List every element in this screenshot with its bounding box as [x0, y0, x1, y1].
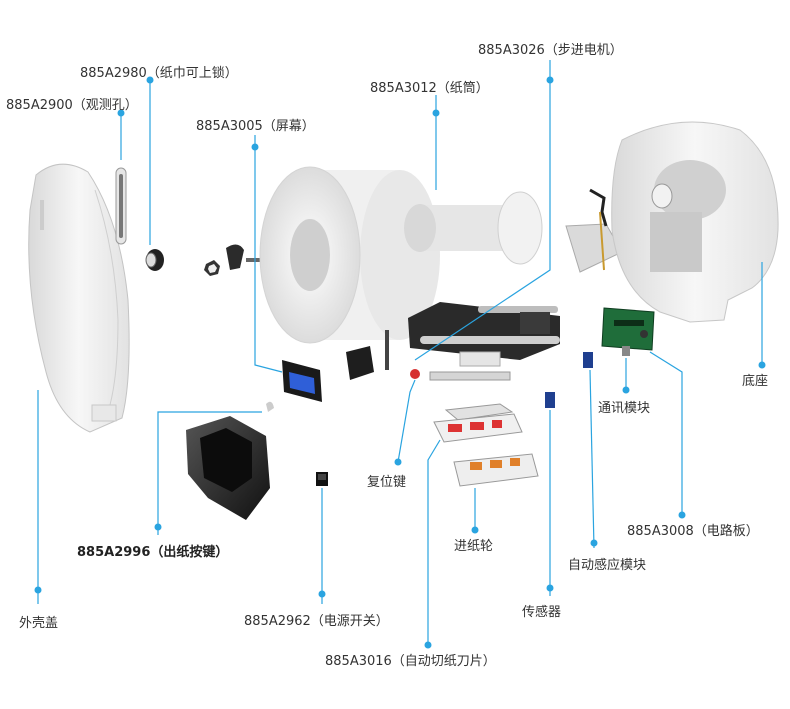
leader-stepper-motor	[414, 60, 551, 361]
label-reset-key: 复位键	[367, 475, 407, 490]
leader-screen-dot	[251, 143, 259, 151]
leader-cutting-blade-dot	[424, 641, 432, 649]
leader-comm-module-dot	[622, 386, 630, 394]
label-paper-tube: 885A3012（纸筒）	[370, 81, 489, 96]
leader-circuit-board	[649, 351, 683, 515]
stepper-motor	[520, 312, 550, 334]
leader-reset-key	[397, 379, 416, 463]
leader-feed-button-dot	[154, 523, 162, 531]
outer-cover	[28, 163, 130, 433]
feed-roller	[453, 453, 539, 487]
leader-feed-roller-dot	[471, 526, 479, 534]
leader-observation-hole-dot	[117, 109, 125, 117]
leader-feed-button	[157, 411, 262, 535]
label-feed-roller: 进纸轮	[454, 539, 494, 554]
label-power-switch: 885A2962（电源开关）	[244, 614, 389, 629]
label-comm-module: 通讯模块	[598, 401, 651, 416]
leader-circuit-board-dot	[678, 511, 686, 519]
leader-power-switch-dot	[318, 590, 326, 598]
reset-key	[410, 369, 420, 379]
leader-screen	[254, 135, 283, 373]
observation-window	[115, 167, 127, 245]
power-switch	[316, 472, 328, 486]
leader-stepper-motor-dot	[546, 76, 554, 84]
lock-cylinder	[145, 249, 164, 271]
black-block	[346, 330, 389, 380]
feed-button-housing	[186, 401, 274, 520]
label-circuit-board: 885A3008（电路板）	[627, 524, 759, 539]
leader-auto-sensing-dot	[590, 539, 598, 547]
base	[611, 121, 779, 323]
cutting-blade	[433, 403, 523, 443]
leader-reset-key-dot	[394, 458, 402, 466]
sensor-board	[545, 352, 593, 408]
label-auto-sensing: 自动感应模块	[568, 558, 647, 573]
label-outer-cover: 外壳盖	[19, 616, 59, 631]
leader-paper-tube-dot	[432, 109, 440, 117]
label-sensor: 传感器	[522, 605, 562, 620]
label-base: 底座	[742, 374, 769, 389]
leader-cutting-blade	[427, 439, 441, 645]
circuit-board	[601, 307, 655, 356]
label-tissue-lock: 885A2980（纸巾可上锁）	[80, 66, 238, 81]
paper-tube	[404, 191, 543, 265]
lock-parts	[204, 244, 260, 276]
label-screen: 885A3005（屏幕）	[196, 119, 315, 134]
display-screen	[282, 360, 322, 402]
label-observation-hole: 885A2900（观测孔）	[6, 98, 138, 113]
leader-outer-cover-dot	[34, 586, 42, 594]
label-stepper-motor: 885A3026（步进电机）	[478, 43, 623, 58]
leader-sensor-dot	[546, 584, 554, 592]
label-cutting-blade: 885A3016（自动切纸刀片）	[325, 654, 496, 669]
leader-base-dot	[758, 361, 766, 369]
leader-tissue-lock-dot	[146, 76, 154, 84]
label-feed-button: 885A2996（出纸按键）	[77, 545, 229, 560]
leader-auto-sensing	[589, 369, 595, 549]
leader-lines	[34, 60, 766, 649]
